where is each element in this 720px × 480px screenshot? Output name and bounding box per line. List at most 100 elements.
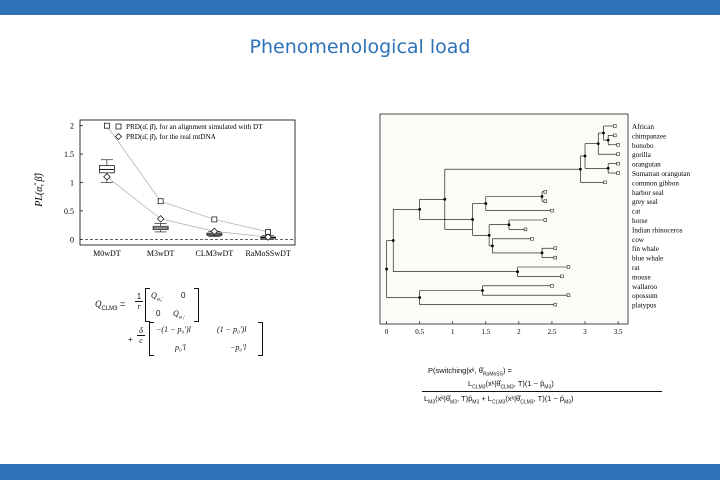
tree-tip-marker [523,227,528,232]
taxon-label: African [632,123,654,131]
eq1-m1-a-q: Q [151,291,157,300]
eq1-m1-d-q: Q [173,309,179,318]
eq1-m1-c: 0 [156,309,161,318]
eq1-matrix2-bracket-right [258,322,263,356]
tree-tip-marker [543,218,547,222]
eq1-frac2-den: c [139,336,143,345]
taxon-label: rat [632,264,640,272]
x-tick-label: 2 [517,328,521,336]
taxon-label: common gibbon [632,179,679,187]
eq1-matrix2-bracket-left [149,322,154,356]
equation-p-switching: P(switching|xᵏ, θ̂RaMoSS) = LCLM3(xᵏ|θ̂C… [420,366,700,416]
real-diamond-marker [210,227,219,236]
y-tick-label: 1.5 [64,150,74,159]
taxon-label: mouse [632,273,651,281]
taxon-label: horse [632,217,648,225]
tree-tip-marker [530,237,534,241]
eq1-frac1-num: 1 [135,292,143,302]
tree-tip-marker [616,143,620,147]
taxon-label: orangutan [632,161,661,169]
eq1-m1-a-sub: ω₀' [156,297,164,303]
eq2-den-sub3: M3 [472,399,480,406]
eq1-m1-d-sub: ω₁' [178,315,186,321]
taxon-label: fin whale [632,245,659,253]
tree-internal-node [487,233,491,237]
legend-entry-real: PRD(α̂, β̂), for the real mtDNA [126,132,217,141]
taxon-label: bonobo [632,142,654,150]
eq2-num-d: ) [551,379,554,388]
tree-tip-marker [613,133,617,138]
taxon-label: harbor seal [632,189,664,197]
eq2-den-sub5: CLM3 [520,399,534,406]
tree-tip-marker [550,284,554,288]
tree-tip-marker [613,124,617,128]
tree-tip-marker [603,180,607,185]
phylogenetic-tree-figure: AfricanchimpanzeebonobogorillaorangutanS… [379,113,690,336]
tree-internal-node [583,154,587,158]
x-tick-label: M3wDT [147,249,175,258]
taxon-label: wallaroo [632,283,658,291]
eq2-lhs: P(switching|xᵏ, θ̂ [428,366,483,375]
eq1-frac1-den: r [137,302,141,311]
tree-internal-node [606,166,610,170]
tree-internal-node [540,251,544,255]
tree-internal-node [606,138,610,142]
x-tick-label: 3 [583,328,587,336]
eq2-lhs-sub: RaMoSS [482,371,503,378]
tree-tip-marker [616,161,620,166]
eq1-equals: = [120,299,126,309]
tree-internal-node [507,223,511,227]
tree-internal-node [418,296,422,299]
y-tick-label: 2 [70,122,74,131]
eq1-m1-b: 0 [181,291,186,300]
eq1-m2-a: −(1 − p₀')l [156,325,191,334]
eq1-matrix1-bracket-right [194,288,199,322]
tree-internal-node [481,289,484,292]
eq2-numerator: LCLM3(xᵏ|θ̂CLM3, T)(1 − p̂M3) [468,379,554,391]
tree-internal-node [385,267,389,271]
boxplot-legend: PRD(α̂, β̂), for an alignment simulated … [115,122,263,141]
tree-internal-node [443,197,447,201]
eq2-den-sub1: M3 [428,399,436,406]
eq2-den-a: L [424,394,429,403]
tree-internal-node [540,195,544,198]
tree-internal-node [418,207,422,211]
x-tick-label: M0wDT [93,249,121,258]
eq1-matrix1-bracket-left [145,288,150,322]
tree-tip-marker [560,274,564,279]
eq2-den-d: + L [479,394,492,403]
tree-internal-node [516,270,519,274]
eq2-den-f: , T)(1 − p̂ [533,394,565,403]
top-band [0,0,720,15]
tree-tip-marker [553,246,557,250]
tree-internal-node [491,244,494,248]
taxon-label: opossum [632,292,658,300]
tree-tip-marker [550,208,554,213]
x-tick-label: 3.5 [614,328,623,336]
taxon-label: chimpanzee [632,132,666,140]
real-diamond-marker [264,233,272,241]
x-tick-label: 1 [451,328,455,336]
eq1-m1-a: Qω₀' [151,291,163,303]
eq1-lhs: Q [95,299,102,309]
taxon-label: gorilla [632,151,652,159]
eq2-num-sub2: CLM3 [500,384,514,391]
tree-internal-node [391,239,395,242]
eq1-m2-b: (1 − p₀')l [217,325,247,334]
eq2-den-c: , T)p̂ [457,394,473,403]
simulated-square-marker [104,122,110,129]
eq1-frac2-num: δ [137,326,145,336]
tree-tip-marker [553,255,557,260]
equation-q-clm3: QCLM3 = 1 r Qω₀' 0 0 Qω₁' + δ c −(1 − p₀… [95,288,295,360]
boxplot-ylabel: PL(α̂, β̂) [34,173,45,208]
tree-internal-node [484,202,488,205]
eq2-den-sub2: M3 [450,399,457,406]
eq2-num-sub1: CLM3 [472,384,486,391]
slide-title: Phenomenological load [249,36,471,58]
taxon-label: cow [632,236,645,244]
tree-internal-node [602,131,605,135]
simulated-square-marker [157,198,164,205]
eq2-den-g: ) [571,394,574,403]
eq2-denominator: LM3(xᵏ|θ̂M3, T)p̂M3 + LCLM3(xᵏ|θ̂CLM3, T… [424,394,574,406]
